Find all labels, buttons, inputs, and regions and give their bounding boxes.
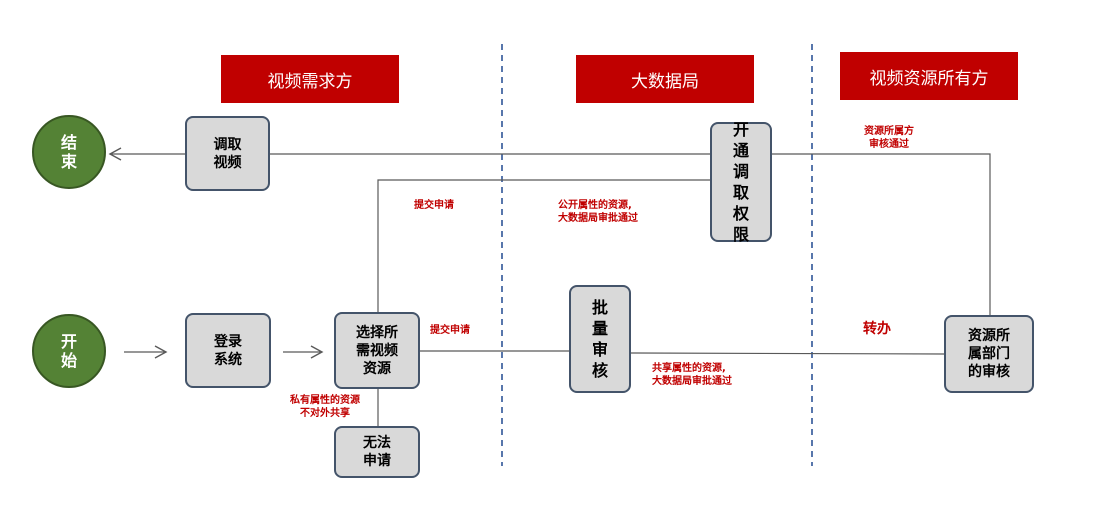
select-resource-step: 选择所 需视频 资源 (334, 312, 420, 389)
note-public-approved: 公开属性的资源, 大数据局审批通过 (558, 200, 638, 224)
line-select-grant (377, 179, 710, 312)
grant-access-step: 开 通 调 取 权 限 (710, 120, 772, 244)
lane-header-requester: 视频需求方 (221, 55, 399, 103)
login-step: 登录 系统 (185, 313, 271, 388)
note-transfer: 转办 (863, 321, 891, 337)
note-owner-approved: 资源所属方 审核通过 (864, 126, 914, 150)
retrieve-video-step: 调取 视频 (185, 116, 270, 191)
lane-header-bigdata: 大数据局 (576, 55, 754, 103)
dept-review-step: 资源所 属部门 的审核 (944, 315, 1034, 393)
end-node: 结 束 (32, 115, 106, 189)
start-node: 开 始 (32, 314, 106, 388)
note-submit-mid: 提交申请 (430, 325, 470, 336)
batch-review-step: 批 量 审 核 (569, 285, 631, 393)
cannot-apply-step: 无法 申请 (334, 426, 420, 478)
note-submit-top: 提交申请 (414, 200, 454, 211)
lane-header-owner: 视频资源所有方 (840, 52, 1018, 100)
line-batch-dept (630, 352, 945, 355)
line-dept-grant (772, 153, 991, 315)
end-node-label: 结 束 (60, 133, 77, 171)
start-node-label: 开 始 (60, 332, 77, 370)
note-shared-approved: 共享属性的资源, 大数据局审批通过 (652, 363, 732, 387)
note-private-no-share: 私有属性的资源 不对外共享 (290, 395, 360, 419)
